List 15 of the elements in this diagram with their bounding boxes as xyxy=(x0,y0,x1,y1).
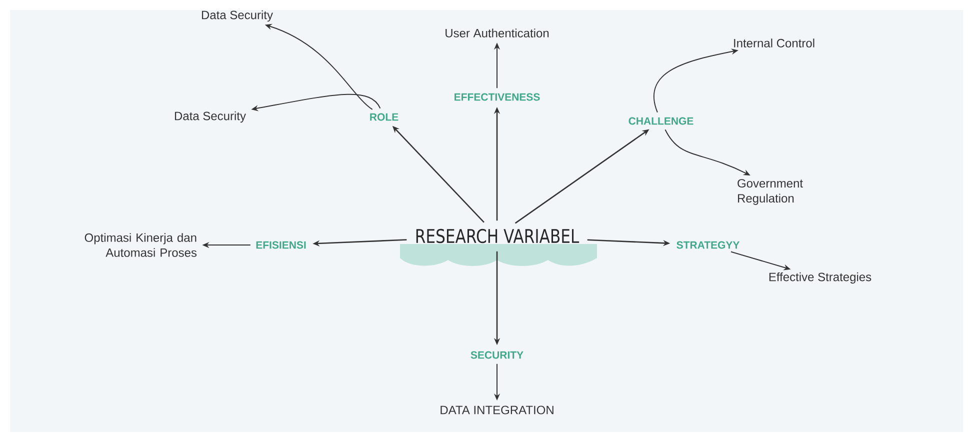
item-text: Government Regulation xyxy=(738,179,803,205)
category-label: CHALLENGE xyxy=(628,117,694,125)
category-label: ROLE xyxy=(370,113,398,121)
item-text: Data Security xyxy=(202,10,273,22)
item-text: User Authentication xyxy=(446,28,549,38)
item-text: Optimasi Kinerja dan Automasi Proses xyxy=(84,233,197,257)
category-label: EFFECTIVENESS xyxy=(454,93,540,101)
title-text: RESEARCH VARIABEL xyxy=(416,228,580,244)
item-text: Data Security xyxy=(174,111,246,123)
category-label: EFISIENSI xyxy=(256,241,306,249)
item-text: Internal Control xyxy=(734,38,814,48)
category-label: SECURITY xyxy=(470,351,524,359)
category-label: STRATEGYY xyxy=(676,241,740,249)
item-text: Effective Strategies xyxy=(769,272,872,284)
item-text: DATA INTEGRATION xyxy=(440,406,554,414)
